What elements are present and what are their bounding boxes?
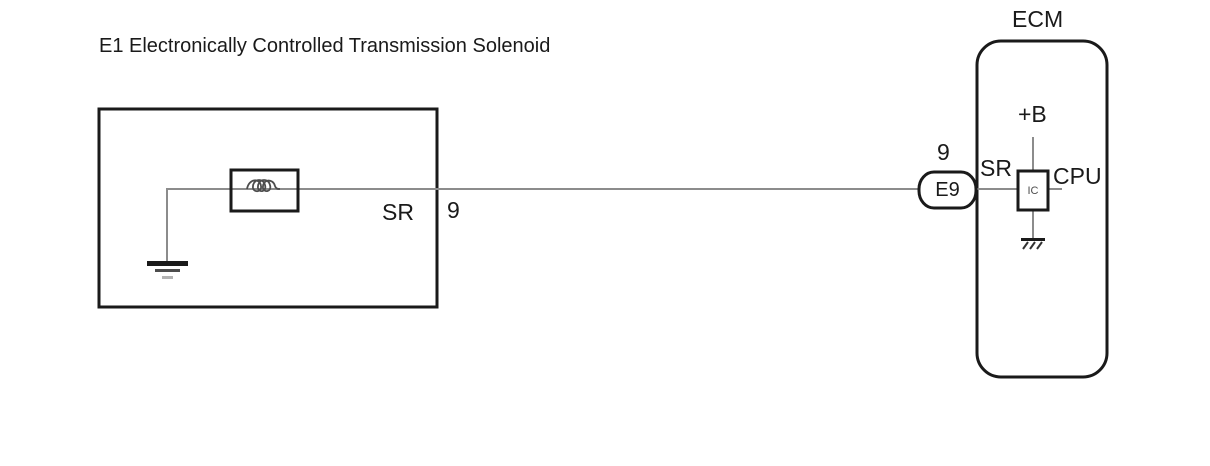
connector-pin-number: 9 [937,139,950,165]
solenoid-terminal-number: 9 [447,197,460,223]
ecm-signal-label: SR [980,155,1012,181]
diagram-title: E1 Electronically Controlled Transmissio… [99,35,551,57]
solenoid-wire-label: SR [382,199,414,225]
ic-box-label: IC [1027,184,1039,197]
connector-e9-label: E9 [935,179,960,201]
chassis-ground-icon [1021,238,1045,250]
ecm-cpu-label: CPU [1053,163,1102,189]
inductor-coil-icon [229,168,300,213]
ic-box [1016,169,1050,212]
earth-ground-icon [147,261,188,279]
connector-e9-oval [917,170,978,210]
ecm-power-label: +B [1018,101,1047,127]
ecm-box [975,39,1109,379]
solenoid-component-box [97,107,439,309]
ecm-title: ECM [1012,6,1064,32]
